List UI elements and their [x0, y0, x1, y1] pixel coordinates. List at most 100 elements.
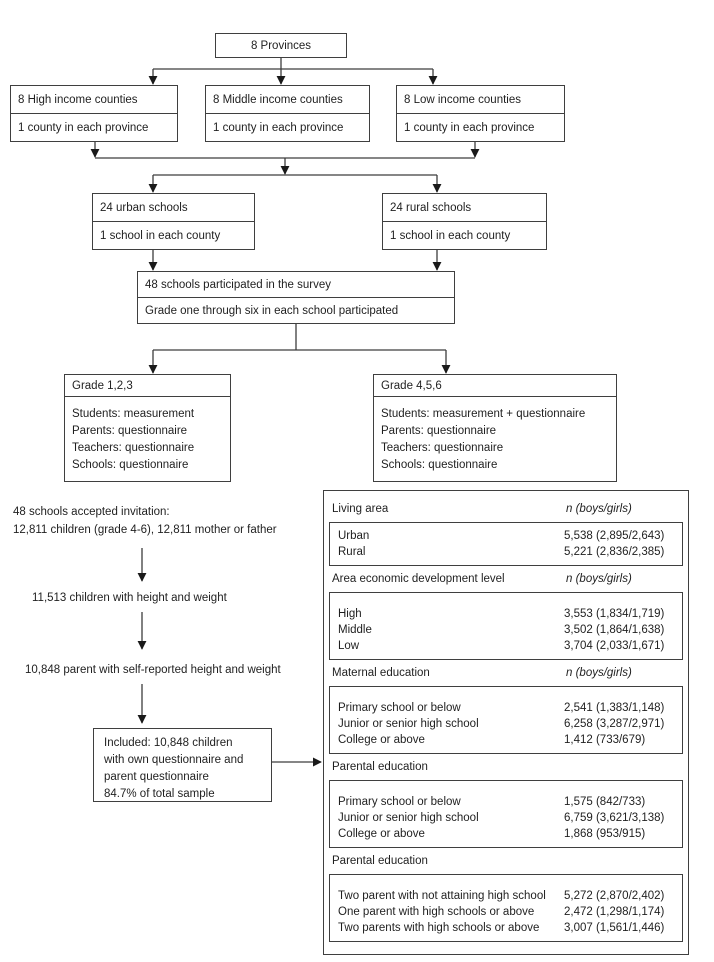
row-value: 1,868 (953/915) [564, 828, 646, 840]
table-section-header: Area economic development level n (boys/g… [324, 566, 688, 592]
section-title: Parental education [332, 855, 428, 867]
middle-income-counties-box: 8 Middle income counties 1 county in eac… [205, 85, 370, 142]
section-title: Parental education [332, 761, 428, 773]
row-label: Primary school or below [338, 702, 461, 714]
row-value: 5,538 (2,895/2,643) [564, 530, 665, 542]
box-title: 48 schools participated in the survey [138, 272, 454, 298]
grade-456-box: Grade 4,5,6 Students: measurement + ques… [373, 374, 617, 482]
row-value: 6,258 (3,287/2,971) [564, 718, 665, 730]
included-line: Included: 10,848 children [104, 737, 233, 749]
row-label: Junior or senior high school [338, 718, 479, 730]
table-row: Two parents with high schools or above 3,… [338, 920, 674, 936]
box-title: 24 rural schools [383, 194, 546, 222]
table-row: Junior or senior high school 6,759 (3,621… [338, 810, 674, 826]
step-text: 48 schools accepted invitation: [13, 506, 170, 518]
attrition-step-3: 10,848 parent with self-reported height … [25, 664, 281, 676]
row-value: 1,575 (842/733) [564, 796, 646, 808]
grade-line: Schools: questionnaire [72, 459, 189, 471]
box-subtitle: 1 county in each province [404, 121, 535, 134]
provinces-label: 8 Provinces [250, 39, 312, 52]
box-subtitle: 1 school in each county [100, 229, 221, 242]
section-title: Area economic development level [332, 573, 505, 585]
high-income-counties-box: 8 High income counties 1 county in each … [10, 85, 178, 142]
box-body: Students: measurement + questionnaire Pa… [374, 397, 616, 474]
table-row: Low 3,704 (2,033/1,671) [338, 638, 674, 654]
provinces-box: 8 Provinces [215, 33, 347, 58]
section-n-label: n (boys/girls) [566, 573, 632, 585]
table-row: Middle 3,502 (1,864/1,638) [338, 622, 674, 638]
row-value: 2,472 (1,298/1,174) [564, 906, 665, 918]
box-title: Grade 4,5,6 [374, 375, 616, 397]
row-label: Two parent with not attaining high schoo… [338, 890, 546, 902]
included-line: 84.7% of total sample [104, 788, 215, 800]
box-title: 24 urban schools [93, 194, 254, 222]
section-title: Living area [332, 503, 389, 515]
row-value: 6,759 (3,621/3,138) [564, 812, 665, 824]
table-row: Primary school or below 2,541 (1,383/1,14… [338, 700, 674, 716]
table-section-header: Maternal education n (boys/girls) [324, 660, 688, 686]
table-section-rows: Primary school or below 1,575 (842/733) Ju… [329, 780, 683, 848]
table-row: Junior or senior high school 6,258 (3,287… [338, 716, 674, 732]
section-n-label: n (boys/girls) [566, 667, 632, 679]
attrition-step-1: 48 schools accepted invitation: 12,811 c… [13, 503, 277, 539]
row-value: 3,502 (1,864/1,638) [564, 624, 665, 636]
grade-line: Teachers: questionnaire [381, 442, 504, 454]
table-row: College or above 1,868 (953/915) [338, 826, 674, 842]
low-income-counties-box: 8 Low income counties 1 county in each p… [396, 85, 565, 142]
row-value: 3,704 (2,033/1,671) [564, 640, 665, 652]
row-label: College or above [338, 734, 425, 746]
box-title: 8 Middle income counties [206, 86, 369, 114]
grade-line: Schools: questionnaire [381, 459, 498, 471]
row-label: Middle [338, 624, 372, 636]
attrition-step-2: 11,513 children with height and weight [32, 592, 227, 604]
table-section-header: Parental education [324, 754, 688, 780]
included-line: parent questionnaire [104, 771, 209, 783]
grade-line: Parents: questionnaire [381, 425, 497, 437]
grade-line: Students: measurement + questionnaire [381, 408, 586, 420]
rural-schools-box: 24 rural schools 1 school in each county [382, 193, 547, 250]
row-value: 1,412 (733/679) [564, 734, 646, 746]
table-row: Two parent with not attaining high schoo… [338, 888, 674, 904]
row-value: 2,541 (1,383/1,148) [564, 702, 665, 714]
row-label: High [338, 608, 362, 620]
table-section-rows: Primary school or below 2,541 (1,383/1,14… [329, 686, 683, 754]
row-label: College or above [338, 828, 425, 840]
table-row: Primary school or below 1,575 (842/733) [338, 794, 674, 810]
table-section-header: Living area n (boys/girls) [324, 496, 688, 522]
row-label: Primary school or below [338, 796, 461, 808]
table-row: Rural 5,221 (2,836/2,385) [338, 544, 674, 560]
urban-schools-box: 24 urban schools 1 school in each county [92, 193, 255, 250]
step-text: 12,811 children (grade 4-6), 12,811 moth… [13, 524, 277, 536]
section-title: Maternal education [332, 667, 430, 679]
box-subtitle: 1 county in each province [18, 121, 149, 134]
row-value: 5,272 (2,870/2,402) [564, 890, 665, 902]
row-label: Junior or senior high school [338, 812, 479, 824]
section-n-label: n (boys/girls) [566, 503, 632, 515]
row-label: Rural [338, 546, 366, 558]
box-body: Students: measurement Parents: questionn… [65, 397, 230, 474]
box-title: 8 High income counties [11, 86, 177, 114]
grade-line: Students: measurement [72, 408, 195, 420]
grade-line: Parents: questionnaire [72, 425, 188, 437]
row-label: One parent with high schools or above [338, 906, 535, 918]
row-value: 5,221 (2,836/2,385) [564, 546, 665, 558]
table-section-rows: Two parent with not attaining high schoo… [329, 874, 683, 942]
table-section-header: Parental education [324, 848, 688, 874]
participating-schools-box: 48 schools participated in the survey Gr… [137, 271, 455, 324]
row-label: Two parents with high schools or above [338, 922, 540, 934]
box-subtitle: Grade one through six in each school par… [145, 304, 399, 317]
row-label: Low [338, 640, 360, 652]
box-title: 8 Low income counties [397, 86, 564, 114]
grade-123-box: Grade 1,2,3 Students: measurement Parent… [64, 374, 231, 482]
row-value: 3,007 (1,561/1,446) [564, 922, 665, 934]
included-line: with own questionnaire and [104, 754, 244, 766]
included-sample-box: Included: 10,848 children with own quest… [93, 728, 272, 802]
table-row: College or above 1,412 (733/679) [338, 732, 674, 748]
box-subtitle: 1 county in each province [213, 121, 344, 134]
